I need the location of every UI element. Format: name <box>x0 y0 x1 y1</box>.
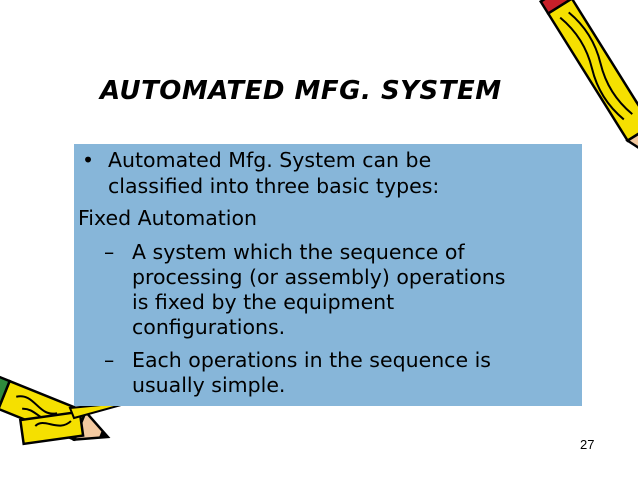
bullet-1-line-2: classified into three basic types: <box>108 174 440 198</box>
dash-marker-1: – <box>104 240 115 264</box>
sub-1-line-2: processing (or assembly) operations <box>132 265 506 289</box>
sub-1-line-1: A system which the sequence of <box>132 240 465 264</box>
bullet-marker: • <box>82 148 95 172</box>
bullet-1-line-1: Automated Mfg. System can be <box>108 148 432 172</box>
dash-marker-2: – <box>104 348 115 372</box>
sub-1-line-4: configurations. <box>132 315 286 339</box>
sub-2-line-1: Each operations in the sequence is <box>132 348 491 372</box>
sub-2-line-2: usually simple. <box>132 373 286 397</box>
sub-1-line-3: is fixed by the equipment <box>132 290 395 314</box>
page-number: 27 <box>580 437 595 452</box>
section-heading: Fixed Automation <box>78 206 258 230</box>
content-box: • Automated Mfg. System can be classifie… <box>74 144 582 406</box>
slide-title: AUTOMATED MFG. SYSTEM <box>100 76 502 106</box>
